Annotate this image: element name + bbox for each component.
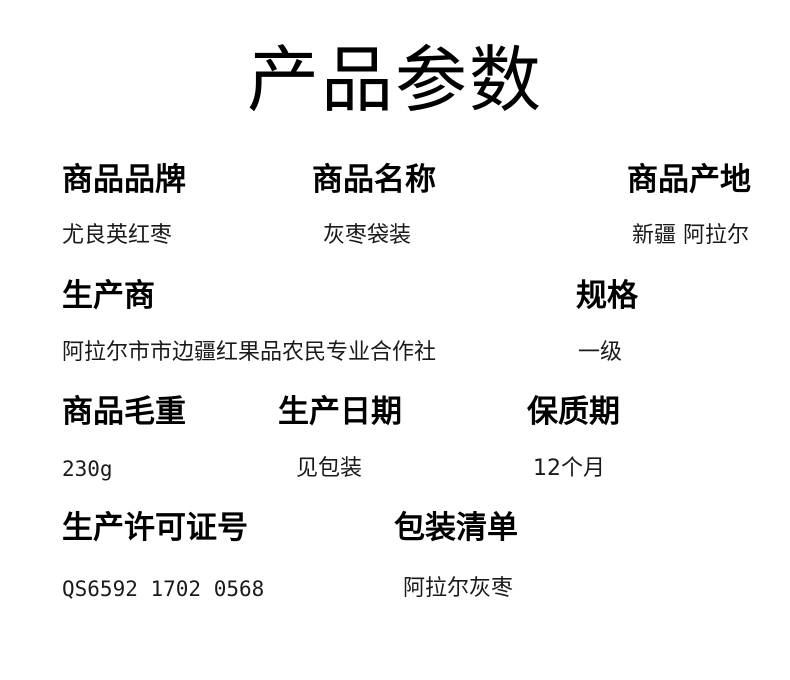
shelf-life-label: 保质期: [527, 394, 620, 430]
origin-label: 商品产地: [627, 162, 751, 198]
package-value: 阿拉尔灰枣: [403, 576, 514, 601]
license-value: QS6592 1702 0568: [62, 577, 265, 601]
license-label: 生产许可证号: [62, 510, 248, 546]
spec-label: 规格: [576, 278, 638, 314]
manufacturer-label: 生产商: [62, 278, 155, 314]
origin-value: 新疆 阿拉尔: [632, 223, 749, 248]
weight-value: 230g: [62, 457, 113, 481]
page-title: 产品参数: [246, 38, 543, 122]
production-date-value: 见包装: [296, 456, 363, 481]
product-name-value: 灰枣袋装: [323, 223, 412, 248]
weight-label: 商品毛重: [62, 394, 186, 430]
product-name-label: 商品名称: [312, 162, 436, 198]
brand-value: 尤良英红枣: [62, 223, 173, 248]
production-date-label: 生产日期: [278, 394, 402, 430]
brand-label: 商品品牌: [62, 162, 186, 198]
shelf-life-value: 12个月: [533, 456, 605, 481]
manufacturer-value: 阿拉尔市市边疆红果品农民专业合作社: [62, 340, 437, 365]
spec-value: 一级: [578, 340, 623, 365]
package-label: 包装清单: [394, 510, 518, 546]
